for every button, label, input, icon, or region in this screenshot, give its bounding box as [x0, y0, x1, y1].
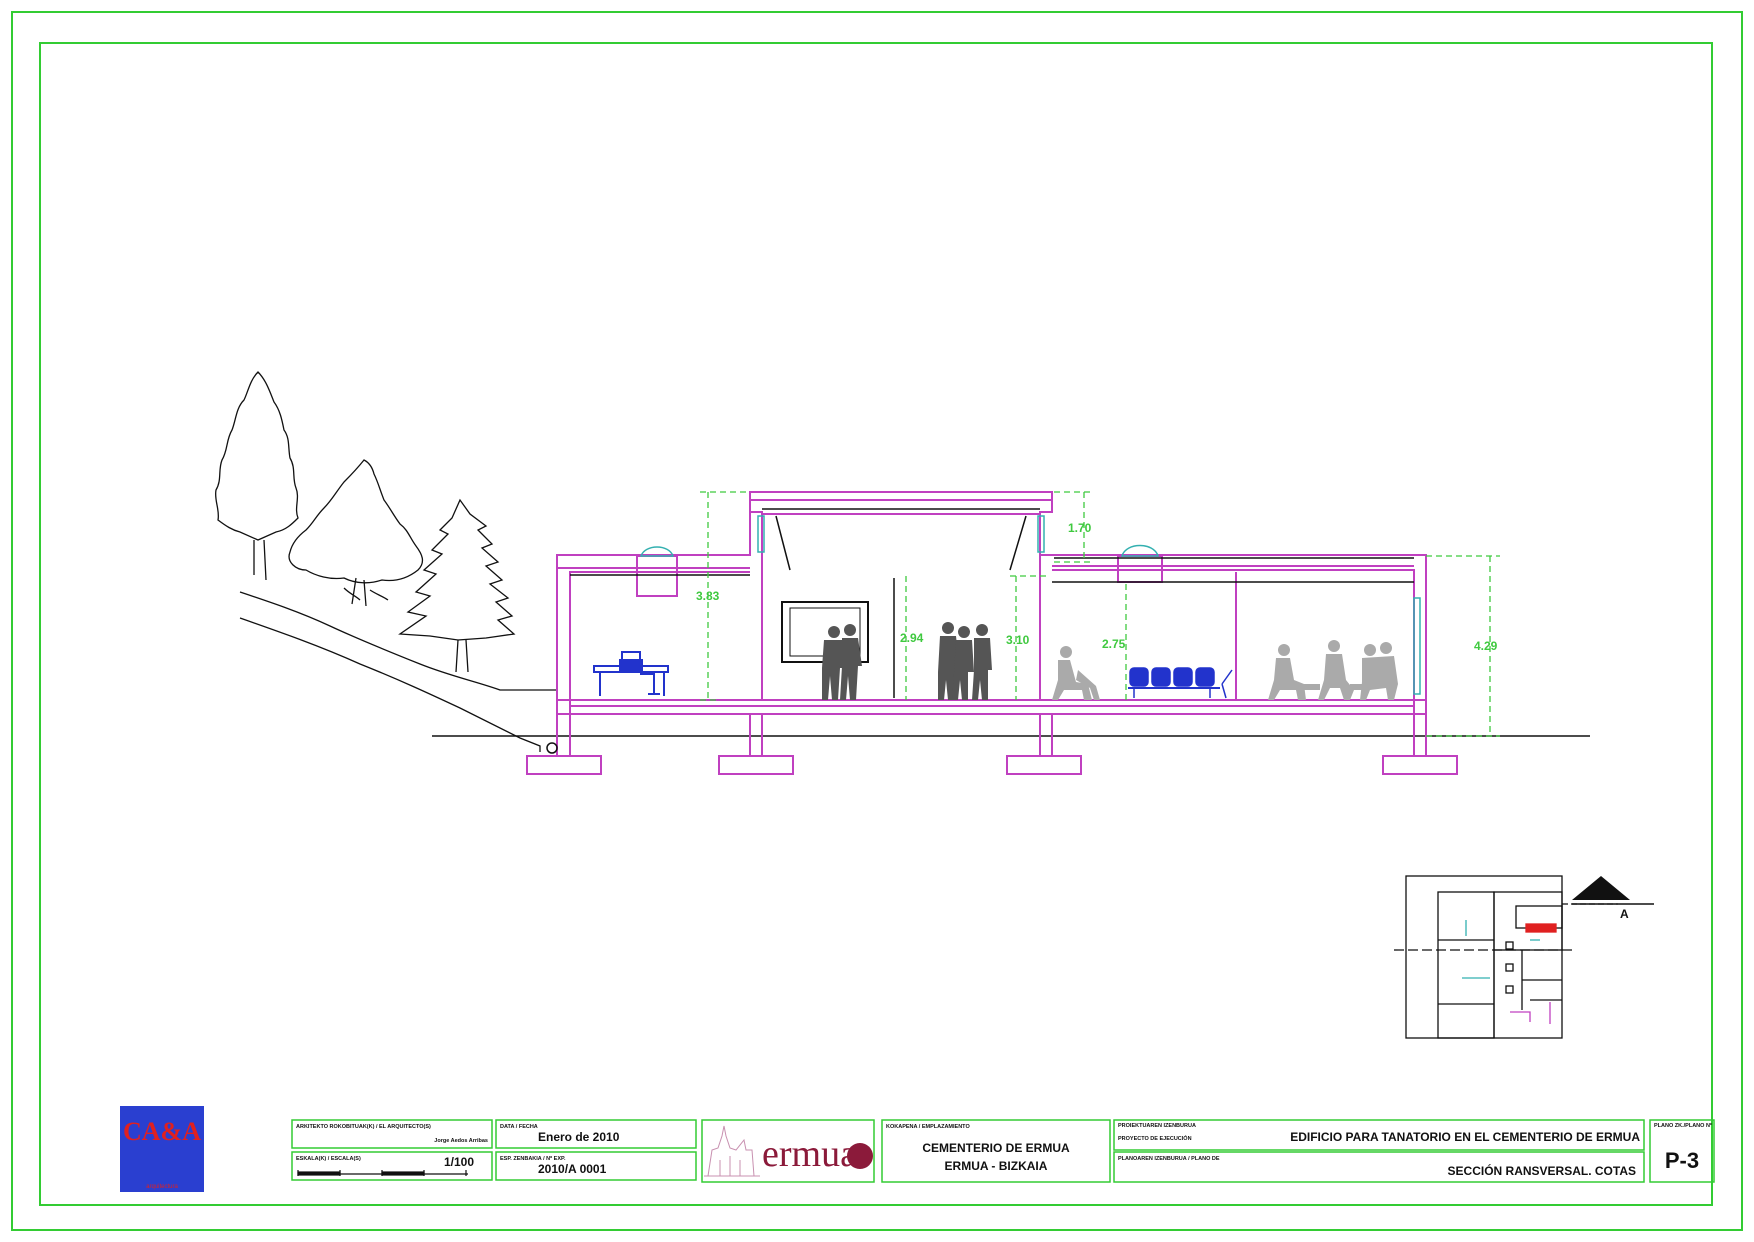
scale-value: 1/100 [444, 1155, 474, 1169]
terrain-line [239, 591, 556, 691]
drain-pipe [546, 742, 558, 754]
skylight-dome [639, 546, 675, 557]
project-title: EDIFICIO PARA TANATORIO EN EL CEMENTERIO… [1290, 1130, 1640, 1144]
terrain-line [239, 617, 541, 752]
dim-total-height: 4.29 [1474, 639, 1498, 653]
building-structure [526, 491, 1458, 775]
section-arrow-icon [1572, 876, 1630, 900]
ermua-wordmark: ermua [762, 1133, 857, 1175]
footing [1382, 755, 1458, 775]
logo-subtext: arquitectura [146, 1184, 178, 1190]
dim-roof-height: 1.70 [1068, 521, 1092, 535]
seated-people-grey [1052, 640, 1398, 700]
location-label: KOKAPENA / EMPLAZAMIENTO [886, 1124, 970, 1130]
footing [526, 755, 602, 775]
footing [718, 755, 794, 775]
glazing [757, 515, 765, 553]
dim-office-height: 3.83 [696, 589, 720, 603]
inner-frame [39, 42, 1713, 1206]
glazing [1037, 515, 1045, 553]
waiting-chairs [1128, 667, 1233, 699]
office-desk [593, 651, 669, 696]
title-block [291, 1119, 1715, 1183]
plan-title: SECCIÓN RANSVERSAL. COTAS [1448, 1163, 1636, 1178]
sheet-number: P-3 [1665, 1148, 1699, 1173]
date-label: DATA / FECHA [500, 1124, 538, 1130]
ermua-logo: ermua [704, 1125, 873, 1177]
dim-chapel-height: 2.75 [1102, 637, 1126, 651]
expedient-value: 2010/A 0001 [538, 1162, 607, 1176]
project-label: PROIEKTUAREN IZENBURUA [1118, 1123, 1196, 1129]
people-silhouettes [822, 622, 992, 700]
tree-icon [398, 498, 516, 641]
sheet-label: PLANO ZK./PLANO Nº [1654, 1123, 1712, 1129]
date-value: Enero de 2010 [538, 1130, 620, 1144]
scale-label: ESKALA(K) / ESCALA(S) [296, 1156, 361, 1162]
location-line1: CEMENTERIO DE ERMUA [922, 1141, 1070, 1155]
glazing [1413, 597, 1421, 695]
expedient-label: ESP. ZENBAKIA / Nº EXP. [500, 1156, 566, 1162]
architect-name: Jorge Aedos Arribas [434, 1138, 488, 1144]
tree-icon [214, 371, 299, 541]
studio-logo: CA&A arquitectura [120, 1106, 204, 1192]
plan-label: PLANOAREN IZENBURUA / PLANO DE [1118, 1156, 1220, 1162]
location-line2: ERMUA - BIZKAIA [945, 1159, 1048, 1173]
section-marker-label: A [1620, 907, 1629, 921]
key-plan [1394, 875, 1618, 1039]
project-sublabel: PROYECTO DE EJECUCIÓN [1118, 1134, 1192, 1142]
dimension-lines [700, 491, 1500, 737]
skylight-dome [1121, 544, 1159, 557]
landscape [214, 371, 556, 752]
footing [1006, 755, 1082, 775]
tree-icon [288, 459, 424, 584]
dim-hall-height: 2.94 [900, 631, 924, 645]
logo-text: CA&A [123, 1117, 201, 1146]
outer-frame [11, 11, 1743, 1231]
scale-bar [297, 1170, 468, 1176]
skylight [636, 555, 678, 597]
dim-central-height: 3.10 [1006, 633, 1030, 647]
dimension-texts: 1.70 3.83 2.94 3.10 2.75 4.29 [696, 521, 1498, 653]
architect-label: ARKITEKTO ROKOBITUAK(K) / EL ARQUITECTO(… [296, 1124, 431, 1130]
